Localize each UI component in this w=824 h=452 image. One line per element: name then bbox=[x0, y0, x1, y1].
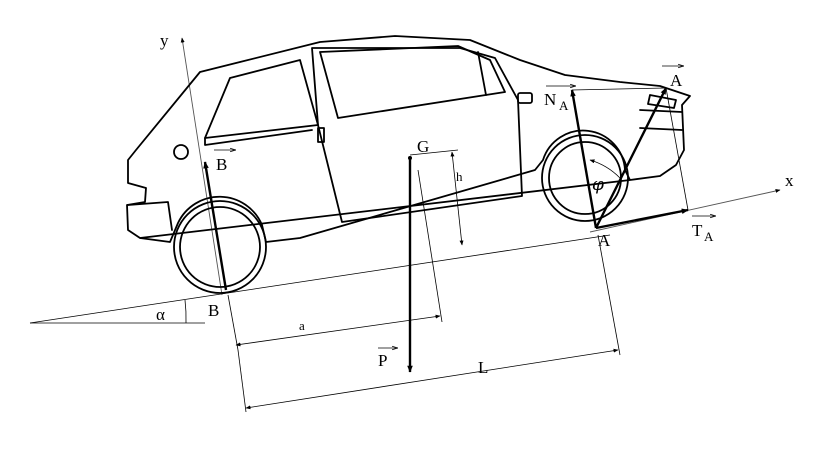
h-extension-top bbox=[409, 149, 459, 156]
l-extension-right bbox=[597, 234, 621, 356]
parallelogram-side-2 bbox=[665, 87, 689, 211]
car-body bbox=[126, 35, 691, 243]
label-dist-a: a bbox=[299, 318, 305, 333]
a-extension-left bbox=[227, 294, 239, 351]
front-window bbox=[319, 45, 506, 119]
label-height-h: h bbox=[456, 169, 463, 184]
label-normal-n: N bbox=[544, 90, 556, 109]
rear-wheel-outer bbox=[173, 200, 267, 294]
l-extension-left bbox=[237, 349, 247, 413]
headlight bbox=[647, 94, 677, 109]
label-force-a: A bbox=[670, 71, 683, 90]
center-of-gravity bbox=[408, 156, 412, 160]
label-tangent-t: T bbox=[692, 221, 703, 240]
rear-panel-line bbox=[204, 129, 313, 146]
label-force-b: B bbox=[216, 155, 227, 174]
h-dimension bbox=[450, 151, 464, 246]
fuel-cap bbox=[173, 144, 189, 160]
label-alpha: α bbox=[156, 305, 165, 324]
label-tangent-sub: A bbox=[704, 229, 714, 244]
l-dimension bbox=[245, 348, 619, 410]
force-a-arrow bbox=[594, 87, 668, 229]
force-b-arrow bbox=[203, 161, 228, 291]
a-extension-right bbox=[417, 169, 443, 323]
label-dist-l: L bbox=[478, 358, 488, 377]
label-center-g: G bbox=[417, 137, 429, 156]
label-x-axis: x bbox=[785, 171, 794, 190]
phi-arc bbox=[589, 159, 621, 179]
door-handle bbox=[317, 127, 325, 143]
label-point-a: A bbox=[598, 231, 611, 250]
front-wheel-inner bbox=[548, 141, 622, 215]
a-dimension bbox=[235, 314, 441, 347]
rear-bumper bbox=[127, 201, 173, 231]
label-point-b: B bbox=[208, 301, 219, 320]
label-phi: φ bbox=[592, 175, 604, 195]
alpha-arc bbox=[184, 299, 187, 324]
door-window-divider bbox=[477, 51, 487, 96]
incline-line bbox=[29, 234, 611, 324]
label-normal-sub: A bbox=[559, 98, 569, 113]
rear-wheel-inner bbox=[179, 206, 261, 288]
rear-window bbox=[204, 59, 319, 139]
front-wheel-outer bbox=[541, 134, 629, 222]
y-axis bbox=[180, 37, 223, 296]
force-na-arrow bbox=[570, 89, 598, 229]
label-y-axis: y bbox=[160, 31, 169, 50]
parallelogram-side-1 bbox=[571, 87, 667, 91]
force-ta-arrow bbox=[595, 208, 689, 230]
label-weight-p: P bbox=[378, 351, 387, 370]
side-mirror bbox=[517, 92, 533, 104]
